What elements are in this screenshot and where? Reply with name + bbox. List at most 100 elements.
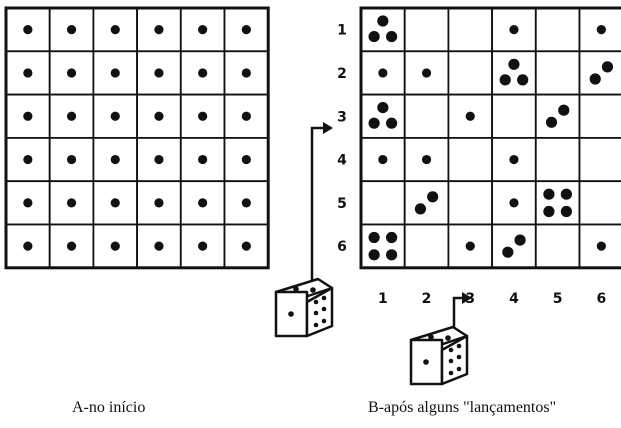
grid-a-dot bbox=[23, 68, 32, 77]
grid-b-dot bbox=[386, 31, 397, 42]
grid-b-after-throws bbox=[361, 8, 621, 268]
grid-a-dot bbox=[23, 155, 32, 164]
grid-a-dot bbox=[67, 25, 76, 34]
grid-a-dot bbox=[111, 155, 120, 164]
caption-a: A-no início bbox=[72, 399, 145, 417]
grid-b-dot bbox=[597, 25, 606, 34]
grid-a-dot bbox=[198, 25, 207, 34]
grid-a-dot bbox=[67, 242, 76, 251]
grid-a-dot bbox=[198, 68, 207, 77]
grid-b-dot bbox=[561, 189, 572, 200]
grid-a-dot bbox=[154, 112, 163, 121]
grid-a-dot bbox=[67, 198, 76, 207]
grid-b-dot bbox=[517, 74, 528, 85]
grid-b-dot bbox=[386, 232, 397, 243]
grid-b-cell-r3-c2 bbox=[405, 95, 449, 138]
grid-b-dot bbox=[466, 242, 475, 251]
row-label: 6 bbox=[337, 239, 347, 255]
grid-b-dot bbox=[543, 189, 554, 200]
grid-b-cell-r4-c3 bbox=[448, 138, 492, 181]
grid-b-cell-r2-c4 bbox=[492, 51, 536, 94]
grid-a-dot bbox=[67, 68, 76, 77]
grid-b-dot bbox=[369, 232, 380, 243]
grid-a-dot bbox=[154, 198, 163, 207]
grid-b-dot bbox=[590, 73, 601, 84]
grid-a-dot bbox=[198, 198, 207, 207]
grid-b-cell-r1-c2 bbox=[405, 8, 449, 51]
grid-a-dot bbox=[67, 155, 76, 164]
grid-a-dot bbox=[111, 25, 120, 34]
grid-b-dot bbox=[500, 74, 511, 85]
grid-a-dot bbox=[242, 25, 251, 34]
grid-b-cell-r5-c5 bbox=[536, 181, 580, 224]
die-icon-rows bbox=[276, 279, 332, 336]
grid-b-dot bbox=[377, 15, 388, 26]
grid-b-cell-r3-c5 bbox=[536, 95, 580, 138]
grid-b-dot bbox=[369, 118, 380, 129]
grid-b-cell-r4-c5 bbox=[536, 138, 580, 181]
grid-b-cell-r2-c5 bbox=[536, 51, 580, 94]
grid-b-dot bbox=[597, 242, 606, 251]
grid-a-dot bbox=[154, 25, 163, 34]
grid-b-dot bbox=[508, 59, 519, 70]
grid-b-cell-r1-c5 bbox=[536, 8, 580, 51]
grid-b-dot bbox=[543, 206, 554, 217]
grid-a-dot bbox=[154, 68, 163, 77]
grid-b-cell-r6-c4 bbox=[492, 225, 536, 268]
grid-a-dot bbox=[154, 242, 163, 251]
grid-b-dot bbox=[602, 61, 613, 72]
grid-b-dot bbox=[378, 155, 387, 164]
row-label: 4 bbox=[337, 153, 347, 169]
row-label: 3 bbox=[337, 109, 347, 125]
grid-b-dot bbox=[369, 249, 380, 260]
grid-b-dot bbox=[369, 31, 380, 42]
grid-a-dot bbox=[23, 242, 32, 251]
grid-b-cell-r6-c5 bbox=[536, 225, 580, 268]
grid-a-dot bbox=[23, 198, 32, 207]
grid-a-dot bbox=[242, 112, 251, 121]
col-label: 1 bbox=[378, 291, 388, 307]
grid-a-dot bbox=[23, 112, 32, 121]
grid-b-dot bbox=[561, 206, 572, 217]
grid-b-cell-r5-c1 bbox=[361, 181, 405, 224]
row-arrow bbox=[312, 128, 325, 292]
grid-b-cell-r5-c2 bbox=[405, 181, 449, 224]
grid-b-dot bbox=[377, 102, 388, 113]
caption-b: B-após alguns "lançamentos" bbox=[368, 399, 556, 417]
grid-b-cell-r6-c1 bbox=[361, 225, 405, 268]
grid-b-dot bbox=[546, 117, 557, 128]
grid-a-dot bbox=[242, 198, 251, 207]
grid-a-dot bbox=[23, 25, 32, 34]
grid-b-dot bbox=[509, 25, 518, 34]
grid-b-cell-r1-c3 bbox=[448, 8, 492, 51]
row-label: 2 bbox=[337, 66, 347, 82]
grid-a-dot bbox=[242, 155, 251, 164]
grid-b-dot bbox=[509, 155, 518, 164]
col-label: 6 bbox=[596, 291, 606, 307]
grid-b-cell-r3-c4 bbox=[492, 95, 536, 138]
grid-a-dot bbox=[242, 242, 251, 251]
row-arrow-head bbox=[323, 122, 333, 134]
grid-b-dot bbox=[502, 247, 513, 258]
grid-a-initial bbox=[6, 8, 268, 268]
grid-b-dot bbox=[378, 68, 387, 77]
grid-b-cell-r3-c1 bbox=[361, 95, 405, 138]
grid-b-dot bbox=[422, 155, 431, 164]
grid-b-cell-r4-c6 bbox=[580, 138, 621, 181]
grid-b-cell-r5-c3 bbox=[448, 181, 492, 224]
grid-b-cell-r1-c1 bbox=[361, 8, 405, 51]
die-icon-columns bbox=[411, 327, 467, 384]
grid-a-dot bbox=[198, 112, 207, 121]
grid-b-cell-r6-c2 bbox=[405, 225, 449, 268]
grid-b-dot bbox=[558, 105, 569, 116]
grid-b-dot bbox=[427, 191, 438, 202]
grid-a-dot bbox=[111, 112, 120, 121]
grid-a-dot bbox=[242, 68, 251, 77]
grid-b-cell-r3-c6 bbox=[580, 95, 621, 138]
grid-b-dot bbox=[386, 249, 397, 260]
grid-b-cell-r5-c6 bbox=[580, 181, 621, 224]
grid-a-dot bbox=[67, 112, 76, 121]
col-label: 4 bbox=[509, 291, 519, 307]
grid-b-dot bbox=[386, 118, 397, 129]
